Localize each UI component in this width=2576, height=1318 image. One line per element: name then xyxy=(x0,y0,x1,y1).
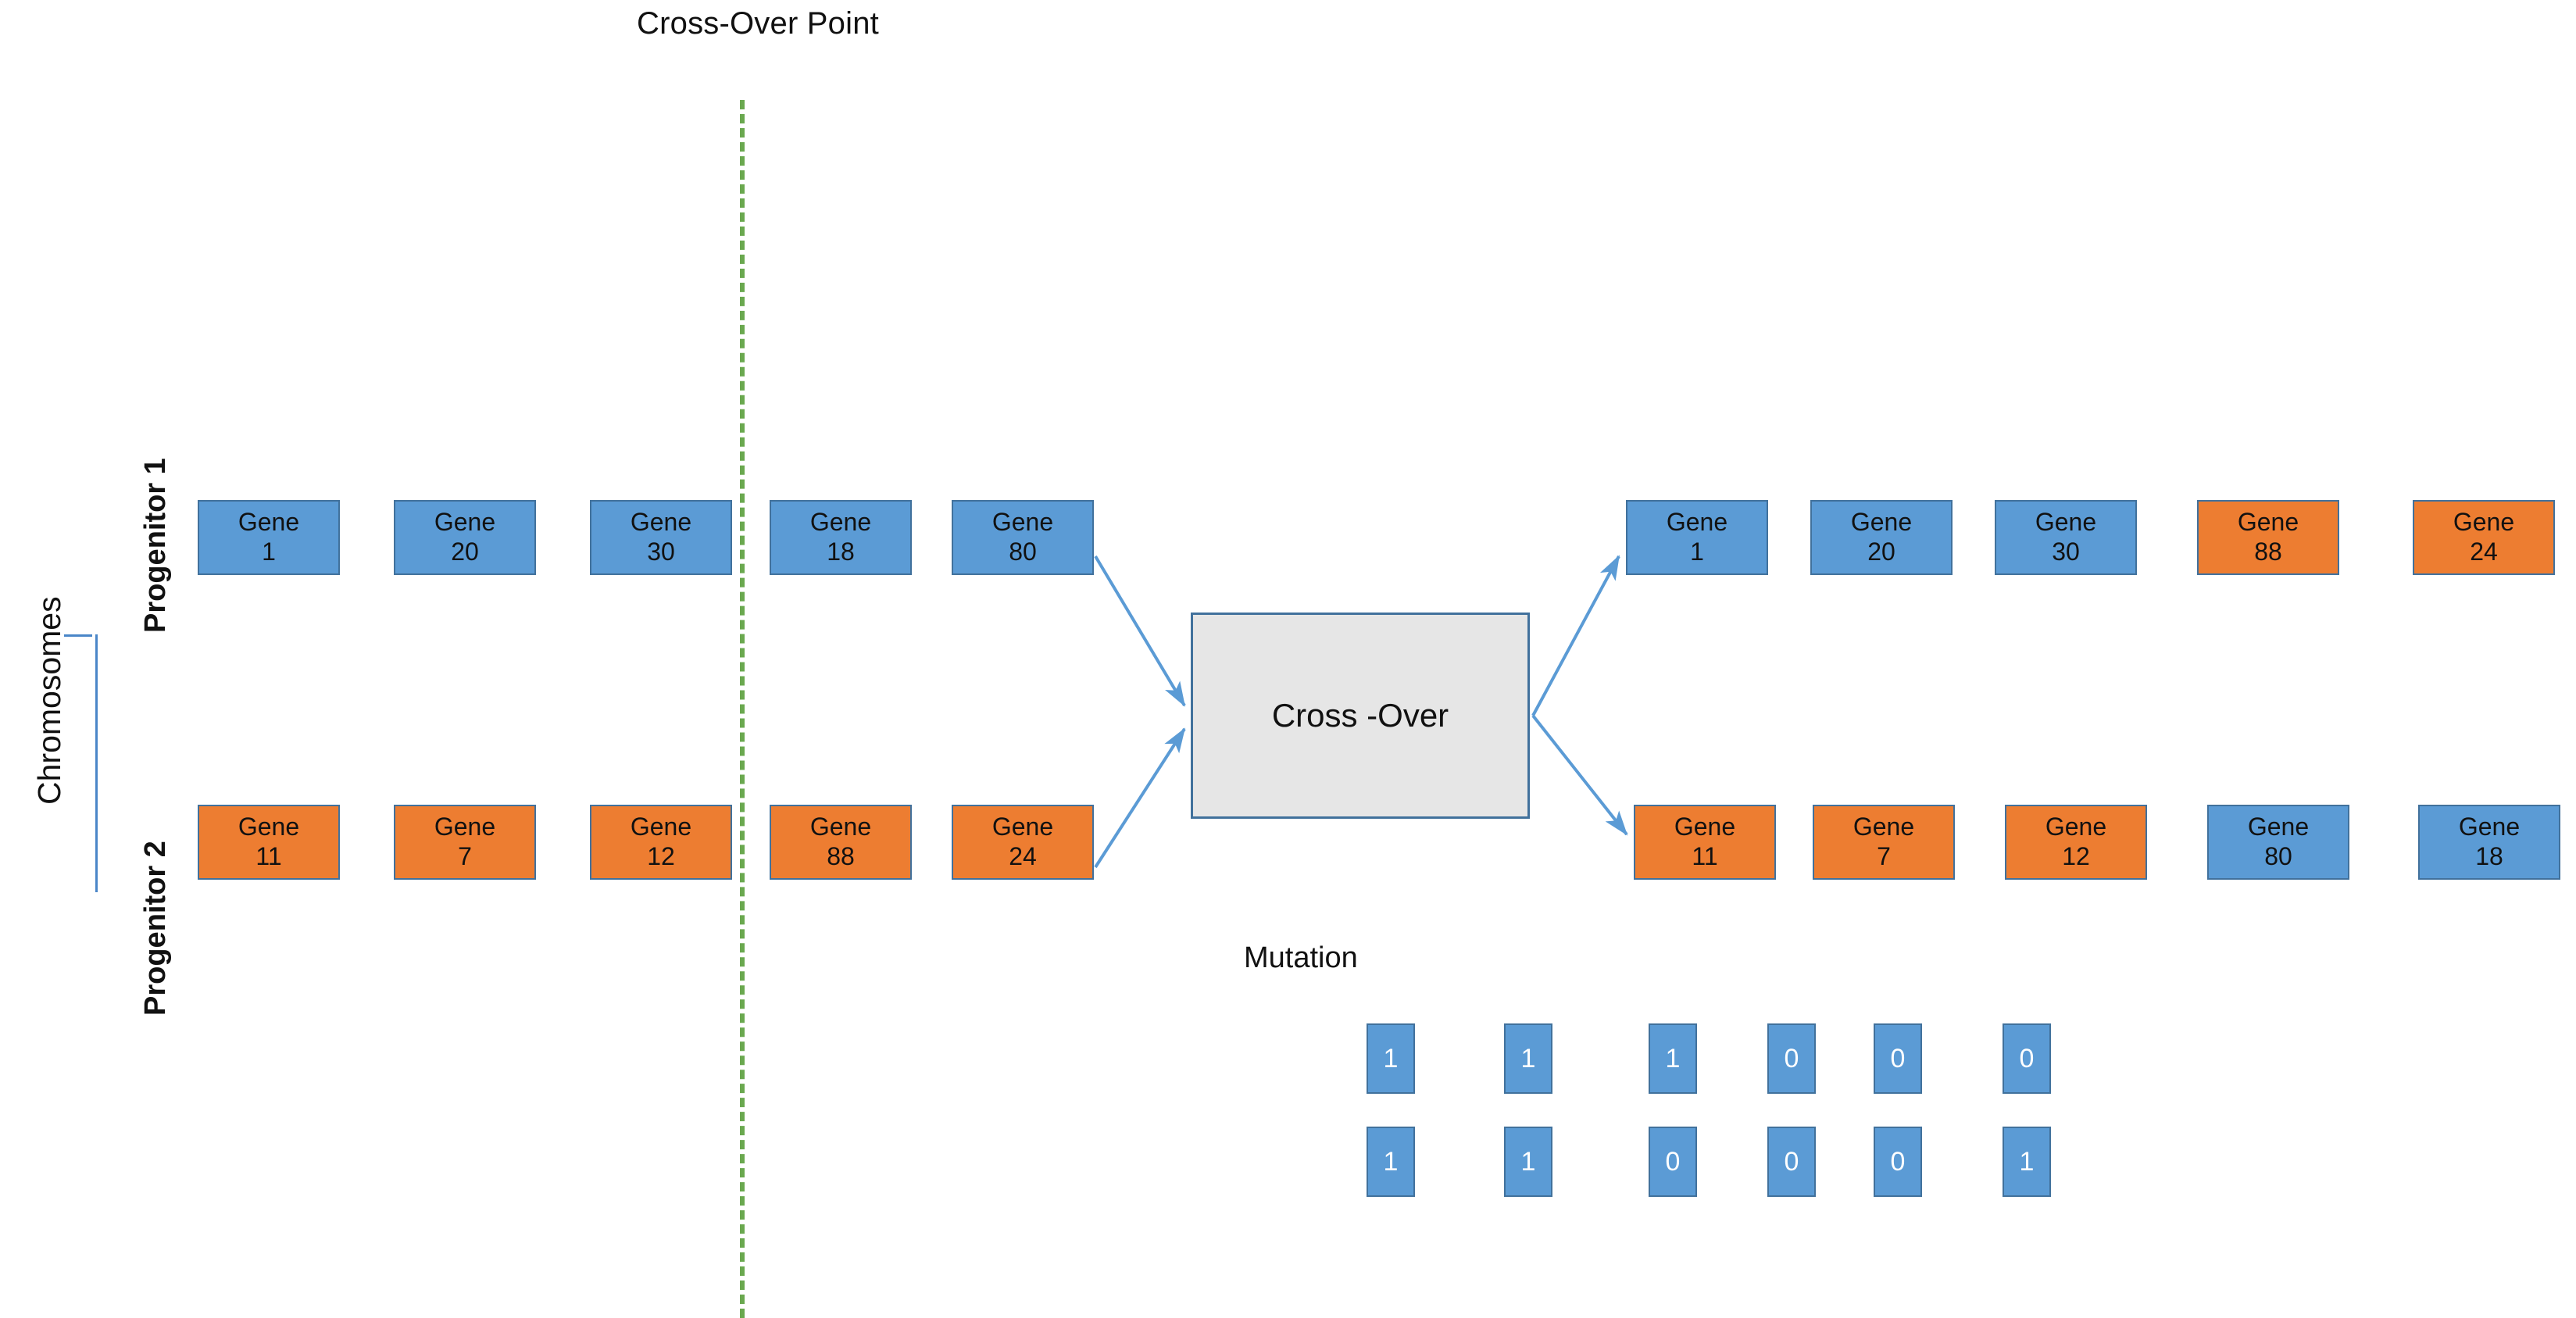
gene-word: Gene xyxy=(1666,508,1728,537)
gene-number: 20 xyxy=(451,538,479,566)
gene-number: 7 xyxy=(458,842,472,870)
gene-number: 11 xyxy=(255,842,282,870)
gene-box: Gene 20 xyxy=(1810,500,1953,575)
gene-number: 80 xyxy=(1009,538,1037,566)
gene-box: Gene 1 xyxy=(1626,500,1768,575)
gene-word: Gene xyxy=(991,813,1054,841)
gene-box: Gene 12 xyxy=(2005,805,2147,880)
page-title: Cross-Over Point xyxy=(637,6,879,41)
crossover-process-box[interactable]: Cross -Over xyxy=(1191,613,1530,819)
mutation-bit: 0 xyxy=(1874,1023,1922,1094)
gene-box: Gene 11 xyxy=(198,805,340,880)
arrow-crossover-to-child2 xyxy=(1531,714,1628,836)
chromosomes-bracket-stem xyxy=(95,634,98,892)
gene-word: Gene xyxy=(2453,508,2515,537)
gene-box: Gene 11 xyxy=(1634,805,1776,880)
gene-box: Gene 12 xyxy=(590,805,732,880)
gene-box: Gene 88 xyxy=(770,805,912,880)
gene-word: Gene xyxy=(991,508,1054,537)
gene-word: Gene xyxy=(1674,813,1736,841)
gene-number: 18 xyxy=(2475,842,2503,870)
mutation-bit: 0 xyxy=(1874,1127,1922,1197)
gene-box: Gene 7 xyxy=(1813,805,1955,880)
gene-number: 24 xyxy=(2470,538,2498,566)
progenitor-1-label: Progenitor 1 xyxy=(139,458,172,633)
arrow-parent2-to-crossover xyxy=(1094,727,1186,869)
gene-box: Gene 18 xyxy=(2418,805,2560,880)
gene-number: 30 xyxy=(647,538,675,566)
mutation-bit: 0 xyxy=(1649,1127,1697,1197)
gene-word: Gene xyxy=(809,813,872,841)
crossover-point-divider xyxy=(740,100,745,1318)
gene-number: 88 xyxy=(827,842,855,870)
progenitor-2-label: Progenitor 2 xyxy=(139,841,172,1016)
gene-box: Gene 88 xyxy=(2197,500,2339,575)
gene-word: Gene xyxy=(434,813,496,841)
mutation-bit: 1 xyxy=(1504,1023,1552,1094)
mutation-bit: 1 xyxy=(1367,1023,1415,1094)
gene-word: Gene xyxy=(238,813,300,841)
gene-number: 7 xyxy=(1877,842,1891,870)
chromosomes-axis-label: Chromosomes xyxy=(31,596,67,805)
crossover-process-label: Cross -Over xyxy=(1271,697,1449,734)
gene-box: Gene 7 xyxy=(394,805,536,880)
mutation-bit: 1 xyxy=(1649,1023,1697,1094)
mutation-bit: 0 xyxy=(1767,1023,1816,1094)
mutation-bit: 0 xyxy=(2003,1023,2051,1094)
gene-box: Gene 80 xyxy=(2207,805,2349,880)
mutation-bit: 1 xyxy=(1504,1127,1552,1197)
gene-box: Gene 30 xyxy=(590,500,732,575)
gene-box: Gene 20 xyxy=(394,500,536,575)
gene-box: Gene 24 xyxy=(2413,500,2555,575)
gene-number: 80 xyxy=(2264,842,2292,870)
gene-word: Gene xyxy=(434,508,496,537)
gene-number: 12 xyxy=(647,842,675,870)
gene-number: 20 xyxy=(1867,538,1895,566)
gene-word: Gene xyxy=(2035,508,2097,537)
arrow-parent1-to-crossover xyxy=(1094,555,1186,707)
gene-word: Gene xyxy=(630,508,692,537)
gene-number: 11 xyxy=(1692,842,1718,870)
gene-word: Gene xyxy=(1853,813,1915,841)
gene-box: Gene 24 xyxy=(952,805,1094,880)
mutation-bit: 1 xyxy=(2003,1127,2051,1197)
gene-word: Gene xyxy=(809,508,872,537)
gene-word: Gene xyxy=(630,813,692,841)
arrow-crossover-to-child1 xyxy=(1531,555,1620,716)
gene-number: 1 xyxy=(1690,538,1704,566)
gene-number: 24 xyxy=(1009,842,1037,870)
gene-box: Gene 30 xyxy=(1995,500,2137,575)
gene-number: 30 xyxy=(2052,538,2080,566)
chromosomes-bracket-tick xyxy=(64,634,92,637)
gene-word: Gene xyxy=(2458,813,2521,841)
mutation-bit: 1 xyxy=(1367,1127,1415,1197)
mutation-title: Mutation xyxy=(1244,941,1358,974)
gene-word: Gene xyxy=(238,508,300,537)
gene-number: 88 xyxy=(2254,538,2282,566)
gene-number: 12 xyxy=(2062,842,2090,870)
gene-word: Gene xyxy=(2237,508,2299,537)
gene-number: 18 xyxy=(827,538,855,566)
gene-word: Gene xyxy=(1850,508,1913,537)
gene-number: 1 xyxy=(262,538,276,566)
gene-box: Gene 18 xyxy=(770,500,912,575)
mutation-bit: 0 xyxy=(1767,1127,1816,1197)
gene-word: Gene xyxy=(2247,813,2310,841)
gene-word: Gene xyxy=(2045,813,2107,841)
gene-box: Gene 1 xyxy=(198,500,340,575)
gene-box: Gene 80 xyxy=(952,500,1094,575)
